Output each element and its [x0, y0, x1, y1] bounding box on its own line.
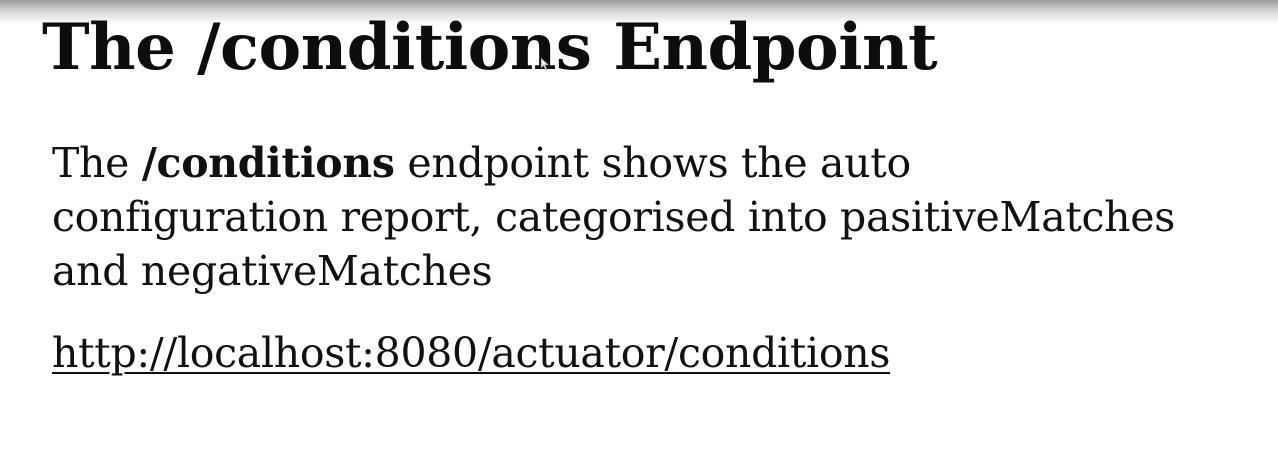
endpoint-keyword: /conditions — [141, 139, 395, 187]
top-shadow — [0, 0, 1278, 24]
slide-title: The /conditions Endpoint — [42, 10, 938, 85]
body-line-2: configuration report, categorised into p… — [52, 193, 1175, 241]
mouse-cursor-icon — [541, 58, 549, 70]
endpoint-url-link[interactable]: http://localhost:8080/actuator/condition… — [52, 329, 891, 377]
body-line-1-rest: endpoint shows the auto — [394, 139, 911, 187]
body-line-1: The /conditions endpoint shows the auto — [52, 136, 1267, 190]
body-prefix: The — [52, 139, 142, 187]
body-line-3: and negativeMatches — [52, 247, 493, 295]
slide-body-text: The /conditions endpoint shows the auto … — [52, 136, 1267, 298]
